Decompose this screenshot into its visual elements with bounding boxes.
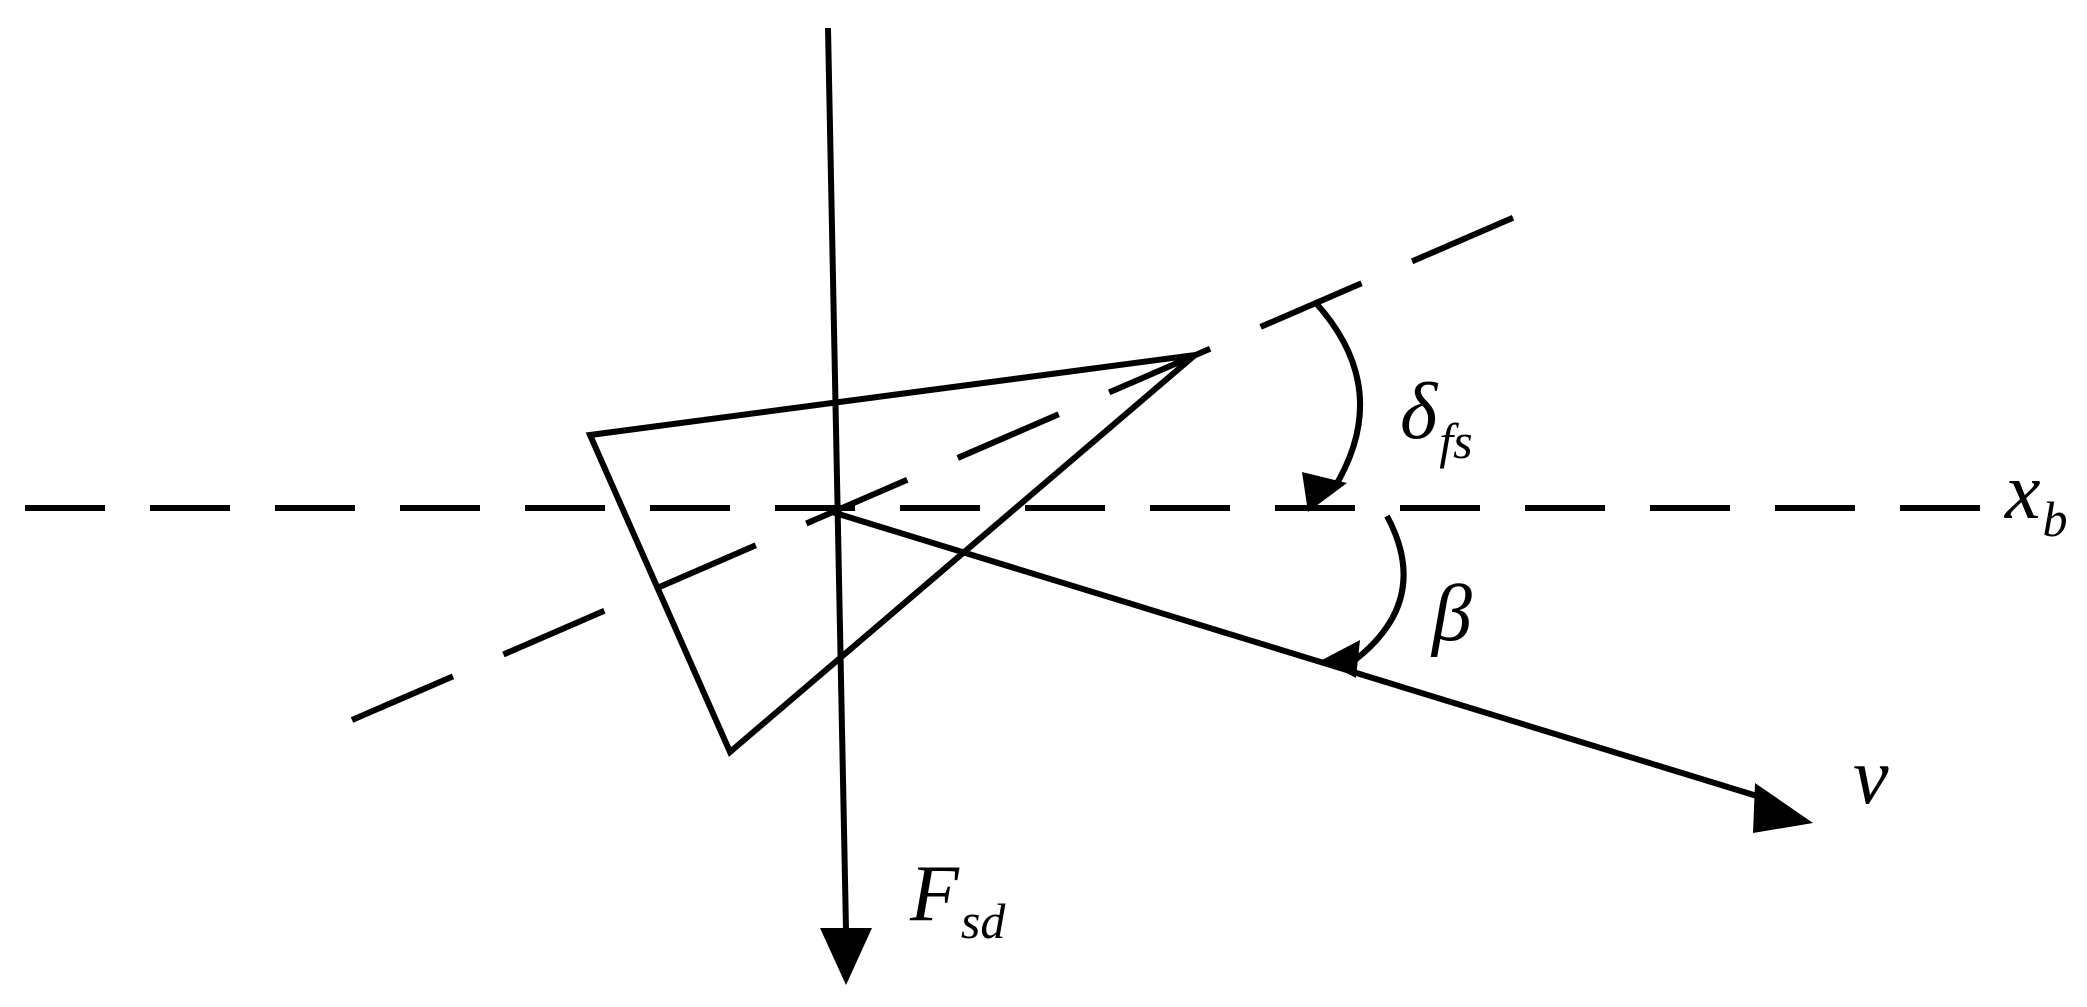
sideslip-angle-arc bbox=[1353, 514, 1407, 663]
sideslip-angle-arrowhead bbox=[1322, 640, 1360, 678]
force-vector-line bbox=[825, 27, 849, 931]
deflection-angle-label: δfs bbox=[1400, 368, 1473, 469]
sideslip-angle-label: β bbox=[1430, 570, 1472, 658]
deflection-angle-arrowhead bbox=[1302, 472, 1347, 512]
deflection-angle-arc bbox=[1312, 299, 1363, 492]
force-arrowhead bbox=[820, 928, 872, 985]
velocity-arrowhead bbox=[1753, 783, 1813, 833]
velocity-label: v bbox=[1853, 733, 1889, 821]
x-axis-label: xb bbox=[2004, 448, 2068, 547]
velocity-vector-line bbox=[831, 509, 1771, 803]
force-label: Fsd bbox=[909, 850, 1006, 949]
fin-triangle bbox=[585, 350, 1205, 757]
fin-chord-line bbox=[350, 200, 1549, 723]
